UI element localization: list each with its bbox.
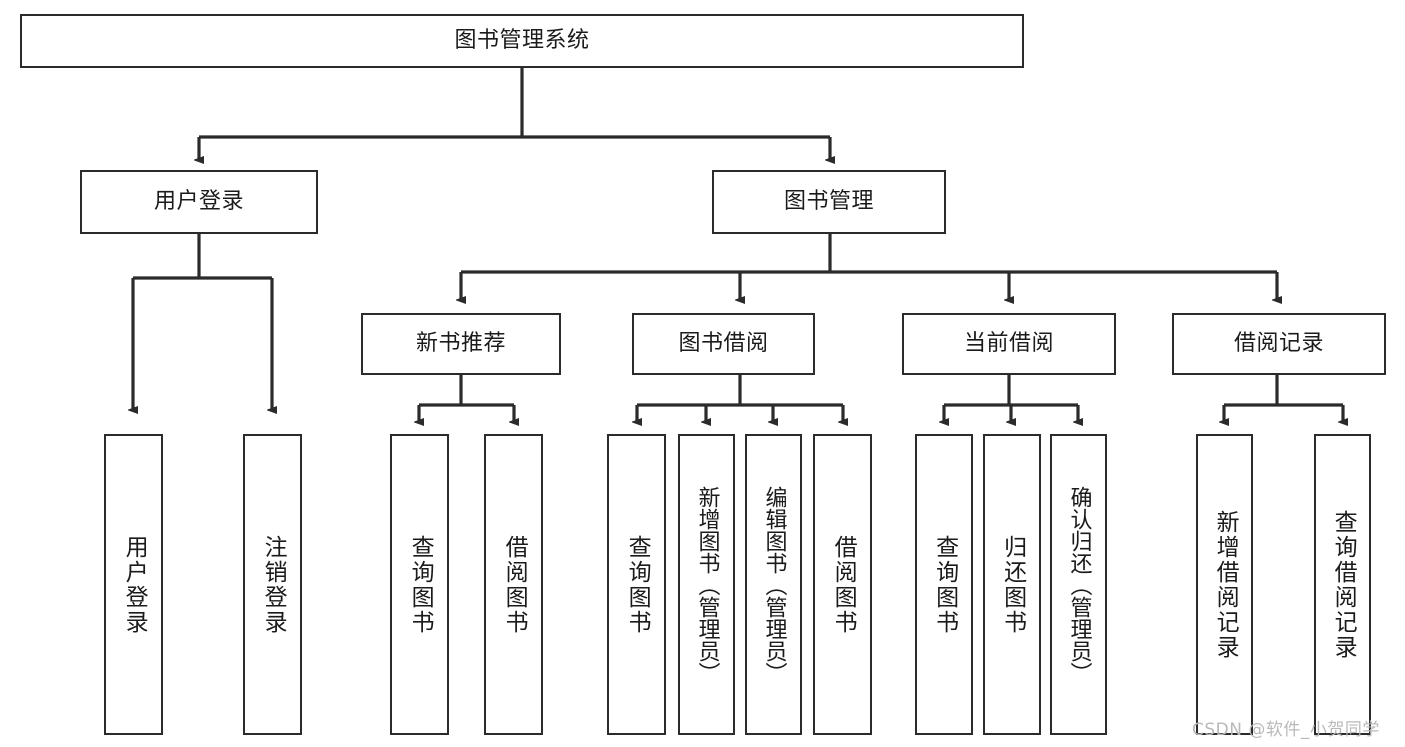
node-current-borrow[interactable]: 当前借阅 (902, 313, 1116, 375)
node-leaf-add-borrow-record[interactable]: 新增借阅记录 (1196, 434, 1253, 735)
node-root[interactable]: 图书管理系统 (20, 14, 1024, 68)
node-new-book-recommend-label: 新书推荐 (415, 330, 506, 356)
node-book-borrow-label: 图书借阅 (678, 330, 769, 356)
node-leaf-query-book-2[interactable]: 查询图书 (607, 434, 666, 735)
node-leaf-borrow-book-2-label: 借阅图书 (830, 534, 857, 635)
node-leaf-return-book-label: 归还图书 (999, 534, 1026, 635)
node-leaf-borrow-book-1-label: 借阅图书 (501, 534, 528, 635)
node-book-manage-label: 图书管理 (783, 188, 874, 214)
node-leaf-add-book-admin[interactable]: 新增图书（管理员） (678, 434, 735, 735)
node-leaf-user-logout-label: 注销登录 (260, 534, 287, 635)
node-leaf-query-book-1-label: 查询图书 (407, 534, 434, 635)
node-leaf-confirm-return-admin[interactable]: 确认归还（管理员） (1050, 434, 1107, 735)
node-leaf-borrow-book-1[interactable]: 借阅图书 (484, 434, 543, 735)
node-root-label: 图书管理系统 (454, 27, 590, 53)
node-leaf-query-book-3-label: 查询图书 (931, 534, 958, 635)
node-leaf-query-borrow-record[interactable]: 查询借阅记录 (1314, 434, 1371, 735)
node-leaf-return-book[interactable]: 归还图书 (983, 434, 1041, 735)
node-leaf-query-book-2-label: 查询图书 (624, 534, 651, 635)
node-user-login[interactable]: 用户登录 (80, 170, 318, 234)
node-leaf-user-login[interactable]: 用户登录 (104, 434, 163, 735)
node-leaf-user-logout[interactable]: 注销登录 (243, 434, 302, 735)
node-leaf-query-book-3[interactable]: 查询图书 (915, 434, 973, 735)
node-leaf-borrow-book-2[interactable]: 借阅图书 (813, 434, 872, 735)
node-borrow-record-label: 借阅记录 (1233, 330, 1324, 356)
node-leaf-add-borrow-record-label: 新增借阅记录 (1212, 509, 1239, 660)
node-borrow-record[interactable]: 借阅记录 (1172, 313, 1386, 375)
node-leaf-query-book-1[interactable]: 查询图书 (390, 434, 449, 735)
node-leaf-edit-book-admin[interactable]: 编辑图书（管理员） (745, 434, 802, 735)
csdn-watermark: CSDN @软件_小贺同学 (1192, 720, 1380, 740)
node-leaf-add-book-admin-label: 新增图书（管理员） (694, 485, 720, 684)
node-leaf-user-login-label: 用户登录 (121, 534, 148, 635)
node-user-login-label: 用户登录 (153, 188, 244, 214)
node-new-book-recommend[interactable]: 新书推荐 (361, 313, 561, 375)
node-leaf-query-borrow-record-label: 查询借阅记录 (1330, 509, 1357, 660)
node-current-borrow-label: 当前借阅 (963, 330, 1054, 356)
node-leaf-confirm-return-admin-label: 确认归还（管理员） (1066, 485, 1092, 684)
node-leaf-edit-book-admin-label: 编辑图书（管理员） (761, 485, 787, 684)
node-book-borrow[interactable]: 图书借阅 (632, 313, 815, 375)
node-book-manage[interactable]: 图书管理 (712, 170, 946, 234)
